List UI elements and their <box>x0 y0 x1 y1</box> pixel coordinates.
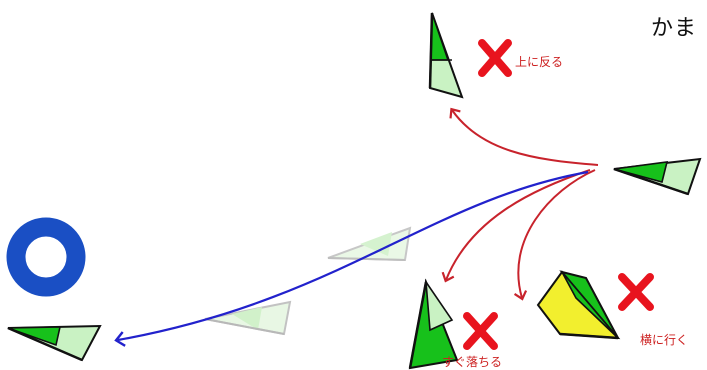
label-rises: 上に反る <box>515 53 563 70</box>
arrow-rise <box>452 110 598 165</box>
cross-icon <box>467 316 494 346</box>
launch-plane <box>614 159 700 194</box>
label-falls: すぐ落ちる <box>442 353 502 370</box>
rising-plane <box>430 13 462 97</box>
cross-icon <box>622 277 650 307</box>
landed-plane <box>8 326 100 360</box>
corner-title: かま <box>651 10 697 42</box>
target-ring-icon <box>16 227 76 287</box>
sideways-plane <box>538 272 618 338</box>
label-sideways: 横に行く <box>640 331 688 348</box>
cross-icon <box>482 43 508 73</box>
